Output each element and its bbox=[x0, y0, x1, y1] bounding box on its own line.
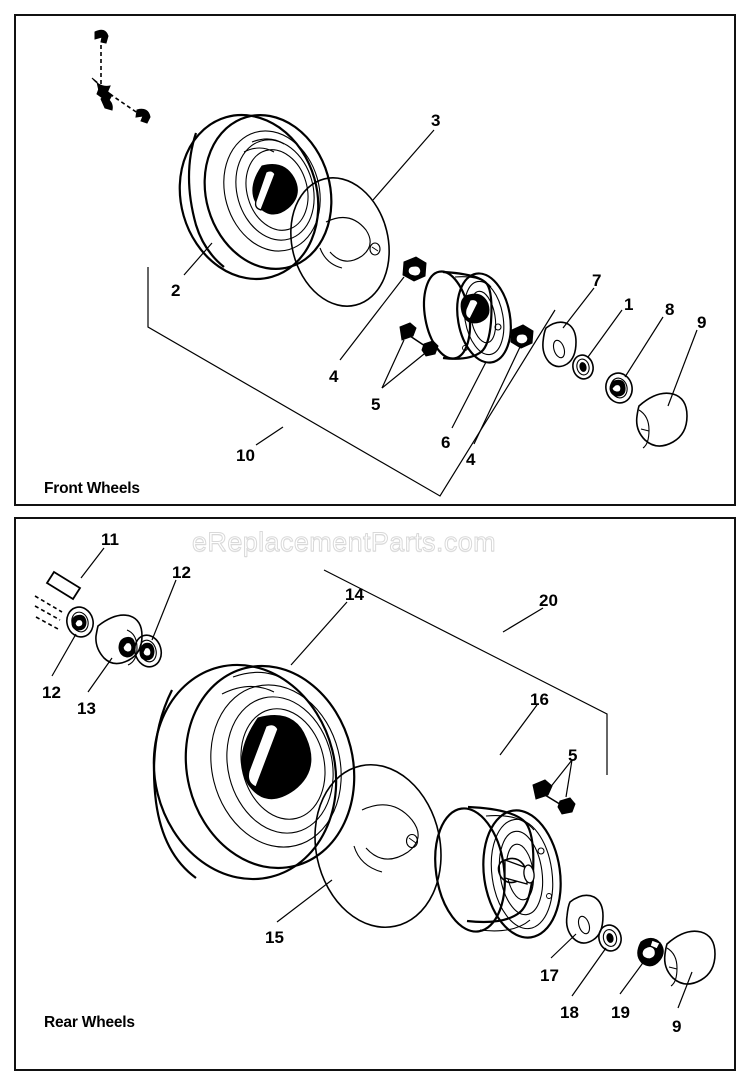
callout-front-spindle-washer-plate: 7 bbox=[592, 271, 602, 290]
callout-rear-key-pin: 11 bbox=[101, 530, 119, 549]
panel-title-front: Front Wheels bbox=[44, 480, 140, 497]
callout-front-front-wheel-assembly: 10 bbox=[236, 446, 255, 465]
callout-rear-spacer-bushing: 13 bbox=[77, 699, 96, 718]
callout-rear-bolt-and-nut: 5 bbox=[568, 746, 578, 765]
callout-rear-washer-2: 12 bbox=[42, 683, 61, 702]
callout-rear-retaining-ring: 19 bbox=[611, 1003, 630, 1022]
callout-front-flat-washer: 1 bbox=[624, 295, 634, 314]
panel-title-rear: Rear Wheels bbox=[44, 1014, 135, 1031]
callout-front-tire: 2 bbox=[171, 281, 181, 300]
callout-front-valve-nut: 4 bbox=[329, 367, 339, 386]
callout-front-inner-tube: 3 bbox=[431, 111, 441, 130]
callout-front-hub-cap: 9 bbox=[697, 313, 707, 332]
panel-rear-wheels bbox=[14, 517, 736, 1071]
callout-rear-flat-washer: 18 bbox=[560, 1003, 579, 1022]
callout-rear-tire: 14 bbox=[345, 585, 364, 604]
panel-front-wheels bbox=[14, 14, 736, 506]
callout-rear-wheel-rim: 16 bbox=[530, 690, 549, 709]
callout-front-wheel-rim: 6 bbox=[441, 433, 451, 452]
callout-rear-spindle-washer-plate: 17 bbox=[540, 966, 559, 985]
callout-rear-inner-tube: 15 bbox=[265, 928, 284, 947]
callout-rear-hub-cap: 9 bbox=[672, 1017, 682, 1036]
callout-rear-washer: 12 bbox=[172, 563, 191, 582]
callout-rear-rear-wheel-assembly: 20 bbox=[539, 591, 558, 610]
callout-front-bolt-and-nut: 5 bbox=[371, 395, 381, 414]
callout-front-valve-nut-2: 4 bbox=[466, 450, 476, 469]
callout-front-retaining-ring: 8 bbox=[665, 300, 675, 319]
